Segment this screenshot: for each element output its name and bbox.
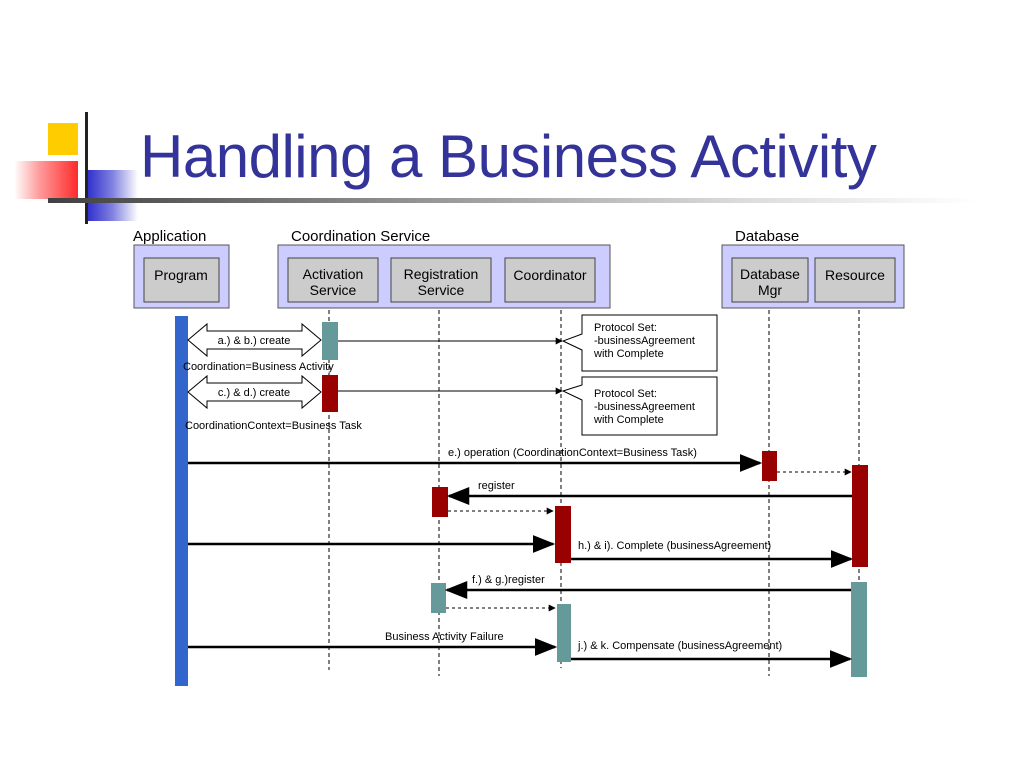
protocol-note-2 [561, 376, 718, 436]
database-mgr-label-line2: Mgr [758, 282, 782, 298]
vertical-line-decoration [85, 112, 88, 224]
activation-bar-1 [322, 322, 338, 360]
red-square-decoration [14, 161, 78, 199]
fg-register-label: f.) & g.)register [472, 574, 545, 586]
database-mgr-box [731, 257, 809, 303]
coordinator-box [504, 257, 596, 303]
registration-label-line2: Service [418, 282, 465, 298]
ab-create-label: a.) & b.) create [218, 335, 291, 347]
registration-label-line1: Registration [404, 266, 479, 282]
resource-activation-bar-1 [852, 465, 868, 567]
create-double-arrow-2 [187, 374, 322, 410]
activation-service-box [287, 257, 379, 303]
dbmgr-activation-bar [762, 451, 777, 481]
coordinator-activation-bar-1 [555, 506, 571, 563]
coordinator-activation-bar-2 [557, 604, 571, 662]
resource-activation-bar-2 [851, 582, 867, 677]
note1-line2: -businessAgreement [594, 335, 695, 347]
activation-label-line1: Activation [303, 266, 364, 282]
resource-label: Resource [825, 267, 885, 283]
yellow-square-decoration [48, 123, 78, 155]
group-label-application: Application [133, 228, 206, 245]
register-label: register [478, 480, 515, 492]
note2-line1: Protocol Set: [594, 388, 657, 400]
activation-bar-2 [322, 375, 338, 412]
title-underline [48, 198, 978, 203]
program-label: Program [154, 267, 208, 283]
coordination-ba-label: Coordination=Business Activity [183, 361, 334, 373]
coordinator-label: Coordinator [513, 267, 586, 283]
protocol-note-1 [561, 314, 718, 372]
context-bt-label: CoordinationContext=Business Task [185, 420, 362, 432]
slide-title: Handling a Business Activity [140, 123, 877, 190]
registration-service-box [390, 257, 492, 303]
note2-line3: with Complete [593, 414, 664, 426]
blue-square-decoration [86, 170, 138, 221]
registration-activation-bar-2 [431, 583, 446, 613]
activation-label-line2: Service [310, 282, 357, 298]
group-label-coordination: Coordination Service [291, 228, 430, 245]
operation-label: e.) operation (CoordinationContext=Busin… [448, 447, 697, 459]
ba-failure-label: Business Activity Failure [385, 631, 504, 643]
program-activation-bar [175, 316, 188, 686]
compensate-label: j.) & k. Compensate (businessAgreement) [577, 640, 782, 652]
complete-label: h.) & i). Complete (businessAgreement) [578, 540, 771, 552]
note2-line2: -businessAgreement [594, 401, 695, 413]
database-mgr-label-line1: Database [740, 266, 800, 282]
cd-create-label: c.) & d.) create [218, 387, 290, 399]
resource-box [814, 257, 896, 303]
note1-line1: Protocol Set: [594, 322, 657, 334]
note1-line3: with Complete [593, 348, 664, 360]
create-double-arrow-1 [187, 322, 322, 358]
registration-activation-bar-1 [432, 487, 448, 517]
group-label-database: Database [735, 228, 799, 245]
program-box [143, 257, 220, 303]
